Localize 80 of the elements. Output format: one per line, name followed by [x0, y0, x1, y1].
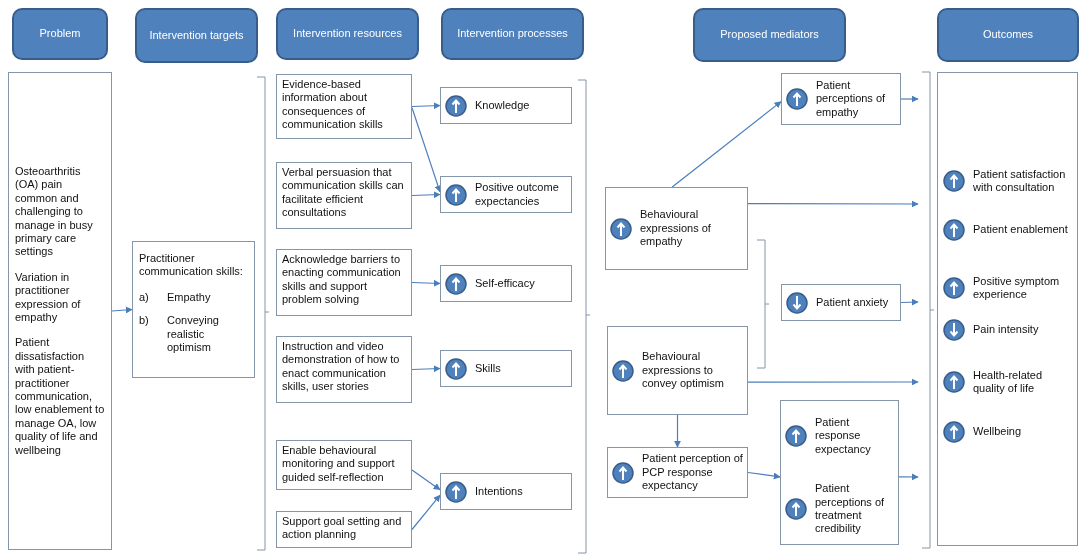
list-marker: b) [139, 314, 150, 329]
box-text: Enable behavioural monitoring and support guided self-reflection [282, 444, 396, 485]
effect-box [781, 284, 901, 321]
effect-box [440, 265, 572, 302]
arrow [111, 306, 133, 314]
effect-box [781, 73, 901, 125]
arrow [900, 95, 919, 103]
resource-box [276, 162, 412, 229]
header-label: Outcomes [982, 28, 1034, 42]
header-label: Intervention targets [149, 28, 244, 43]
box-text: Patient dissatisfaction with patient-practitioner communication, low enablement to manage OA, low quality of life and wellbeing [15, 336, 105, 458]
column-header [441, 8, 584, 60]
box-text: Patient response expectancy [815, 415, 872, 457]
resource-box [276, 74, 412, 139]
group-box [937, 72, 1078, 546]
box-text: Pain intensity [973, 323, 1039, 337]
box-text: Variation in practitioner expression of empathy [15, 270, 82, 325]
header-label: Problem [39, 27, 81, 41]
resource-box [276, 336, 412, 403]
arrow [747, 200, 919, 208]
box-text: Patient enablement [973, 223, 1068, 237]
resource-box [276, 249, 412, 316]
arrow [411, 365, 441, 373]
resource-box [276, 511, 412, 548]
group-box [780, 400, 899, 545]
list-item: Conveying realistic optimism [167, 314, 220, 355]
box-text: Support goal setting and action planning [282, 515, 403, 542]
arrow [747, 378, 919, 386]
list-item: Empathy [167, 290, 212, 305]
box-text: Positive symptom experience [973, 274, 1061, 302]
problem-box [8, 72, 112, 550]
arrow [411, 279, 441, 287]
list-marker: a) [139, 290, 150, 305]
effect-box [440, 87, 572, 124]
column-header [693, 8, 846, 62]
box-text: Patient anxiety [816, 295, 889, 310]
box-text: Patient perception of PCP response expectancy [642, 452, 743, 493]
box-text: Patient satisfaction with consultation [973, 167, 1067, 195]
arrow [671, 101, 782, 188]
arrow [411, 191, 441, 199]
effect-box [605, 187, 748, 270]
box-text: Intentions [475, 484, 523, 499]
effect-box [607, 447, 748, 498]
box-text: Acknowledge barriers to enacting communication skills and support problem solving [282, 253, 402, 307]
column-header [937, 8, 1079, 62]
arrow [900, 298, 919, 306]
box-text: Skills [475, 361, 501, 376]
header-label: Intervention resources [293, 27, 402, 41]
arrow [747, 471, 781, 480]
arrow [898, 473, 919, 481]
arrow [411, 102, 441, 110]
arrow [411, 107, 442, 193]
effect-box [607, 326, 748, 415]
box-text: Knowledge [475, 98, 530, 113]
arrow [411, 494, 441, 531]
effect-box [440, 350, 572, 387]
header-label: Proposed mediators [720, 28, 819, 42]
effect-box [440, 473, 572, 510]
box-text: Self-efficacy [475, 276, 535, 291]
effect-box [440, 176, 572, 213]
box-text: Health-related quality of life [973, 368, 1044, 396]
box-text: Wellbeing [973, 425, 1022, 439]
column-header [276, 8, 419, 60]
arrow [674, 414, 681, 448]
header-label: Intervention processes [457, 27, 568, 41]
box-text: Instruction and video demonstration of how to enact communication skills, user stories [282, 340, 401, 394]
box-text: Positive outcome expectancies [475, 181, 560, 208]
box-text: Osteoarthritis (OA) pain common and challenging to manage in busy primary care settings [15, 164, 94, 259]
box-text: Verbal persuasion that communication skills can facilitate efficient consultations [282, 166, 405, 220]
column-header [12, 8, 108, 60]
box-text: Behavioural expressions of empathy [640, 208, 712, 249]
box-text: Evidence-based information about consequences of communication skills [282, 78, 384, 132]
column-header [135, 8, 258, 63]
box-text: Behavioural expressions to convey optimism [642, 350, 725, 391]
box-text: Patient perceptions of empathy [816, 78, 887, 120]
target-heading: Practitioner communication skills: [139, 252, 244, 279]
box-text: Patient perceptions of treatment credibility [815, 482, 886, 536]
target-box [132, 241, 255, 378]
resource-box [276, 440, 412, 490]
arrow [411, 469, 441, 491]
